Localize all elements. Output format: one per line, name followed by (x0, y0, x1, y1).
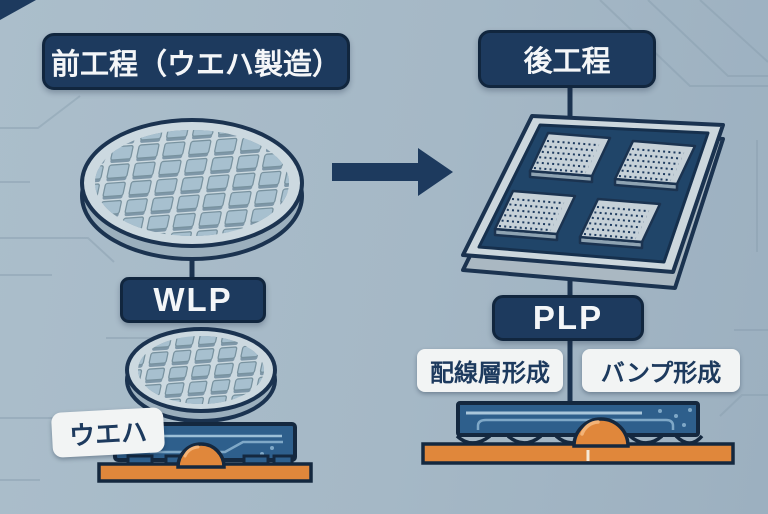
wafer-icon (80, 118, 304, 261)
wafer-tag: ウエハ (50, 407, 166, 458)
substrate-left-illustration (97, 422, 313, 483)
wlp-label: WLP (120, 277, 266, 323)
arrow-right-icon (332, 148, 453, 196)
corner-wedge (0, 0, 36, 20)
bump-formation-tag: バンプ形成 (582, 349, 740, 392)
wiring-layer-tag: 配線層形成 (417, 349, 563, 392)
substrate-right-illustration (421, 401, 735, 465)
panel-icon (461, 114, 725, 290)
back-process-label: 後工程 (478, 30, 656, 88)
plp-label: PLP (492, 295, 644, 341)
small-wafer-icon (125, 327, 277, 423)
front-process-label: 前工程（ウエハ製造） (42, 33, 350, 90)
